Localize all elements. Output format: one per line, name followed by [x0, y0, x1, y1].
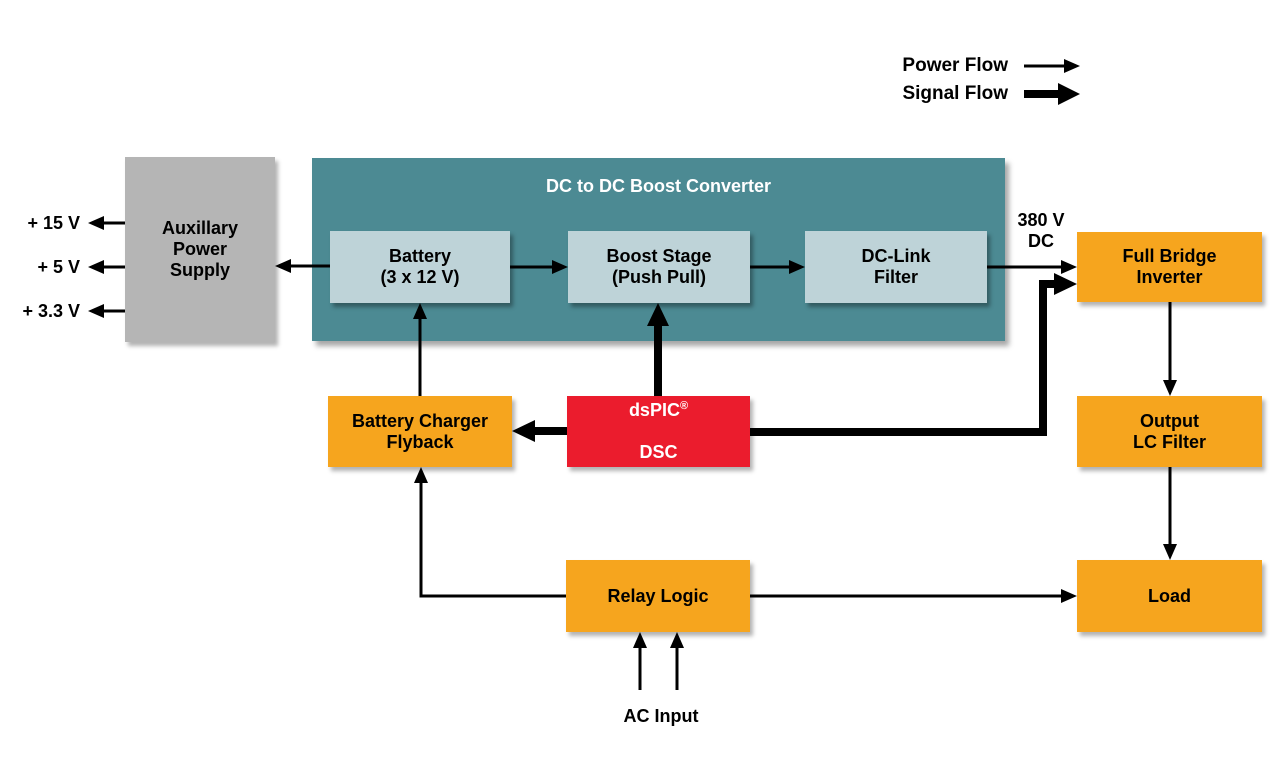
registered-trademark-icon: ®: [679, 400, 689, 412]
arrow-ac-input-to-relay-logic-1: [633, 632, 647, 690]
legend-row-power-flow: Power Flow: [902, 52, 1080, 80]
arrow-relay-logic-to-battery-charger: [414, 467, 566, 598]
block-dc-link-filter: DC-Link Filter: [805, 231, 987, 303]
block-full-bridge-inverter: Full Bridge Inverter: [1077, 232, 1262, 302]
voltage-output-5v-label: + 5 V: [37, 257, 80, 277]
arrow-aux-to-15v: [88, 216, 125, 230]
signal-flow-arrow-icon: [1024, 83, 1080, 105]
legend-row-signal-flow: Signal Flow: [902, 80, 1080, 108]
arrow-aux-to-3v3: [88, 304, 125, 318]
voltage-output-3v3-label: + 3.3 V: [22, 301, 80, 321]
block-battery-charger-flyback: Battery Charger Flyback: [328, 396, 512, 467]
power-flow-label: Power Flow: [902, 55, 1008, 76]
block-aux-power-supply: Auxillary Power Supply: [125, 157, 275, 342]
arrow-lc-filter-to-load: [1163, 467, 1177, 560]
arrow-relay-logic-to-load: [750, 589, 1077, 603]
signal-flow-label: Signal Flow: [902, 83, 1008, 104]
arrow-inverter-to-lc-filter: [1163, 302, 1177, 396]
dspic-name-line: dsPIC®: [628, 400, 689, 420]
block-battery: Battery (3 x 12 V): [330, 231, 510, 303]
block-output-lc-filter: Output LC Filter: [1077, 396, 1262, 467]
block-relay-logic: Relay Logic: [566, 560, 750, 632]
voltage-output-15v-label: + 15 V: [27, 213, 80, 233]
legend: Power Flow Signal Flow: [902, 52, 1080, 108]
block-dspic-dsc: dsPIC® DSC: [567, 396, 750, 467]
panel-title: DC to DC Boost Converter: [545, 176, 771, 196]
block-load: Load: [1077, 560, 1262, 632]
block-boost-stage: Boost Stage (Push Pull): [568, 231, 750, 303]
label-ac-input: AC Input: [623, 706, 699, 726]
signal-arrow-dspic-to-battery-charger: [512, 420, 567, 442]
arrow-ac-input-to-relay-logic-2: [670, 632, 684, 690]
dspic-dsc-line: DSC: [639, 442, 678, 462]
power-flow-arrow-icon: [1024, 59, 1080, 73]
arrow-aux-to-5v: [88, 260, 125, 274]
label-dc-bus-voltage: 380 V DC: [1017, 210, 1065, 251]
